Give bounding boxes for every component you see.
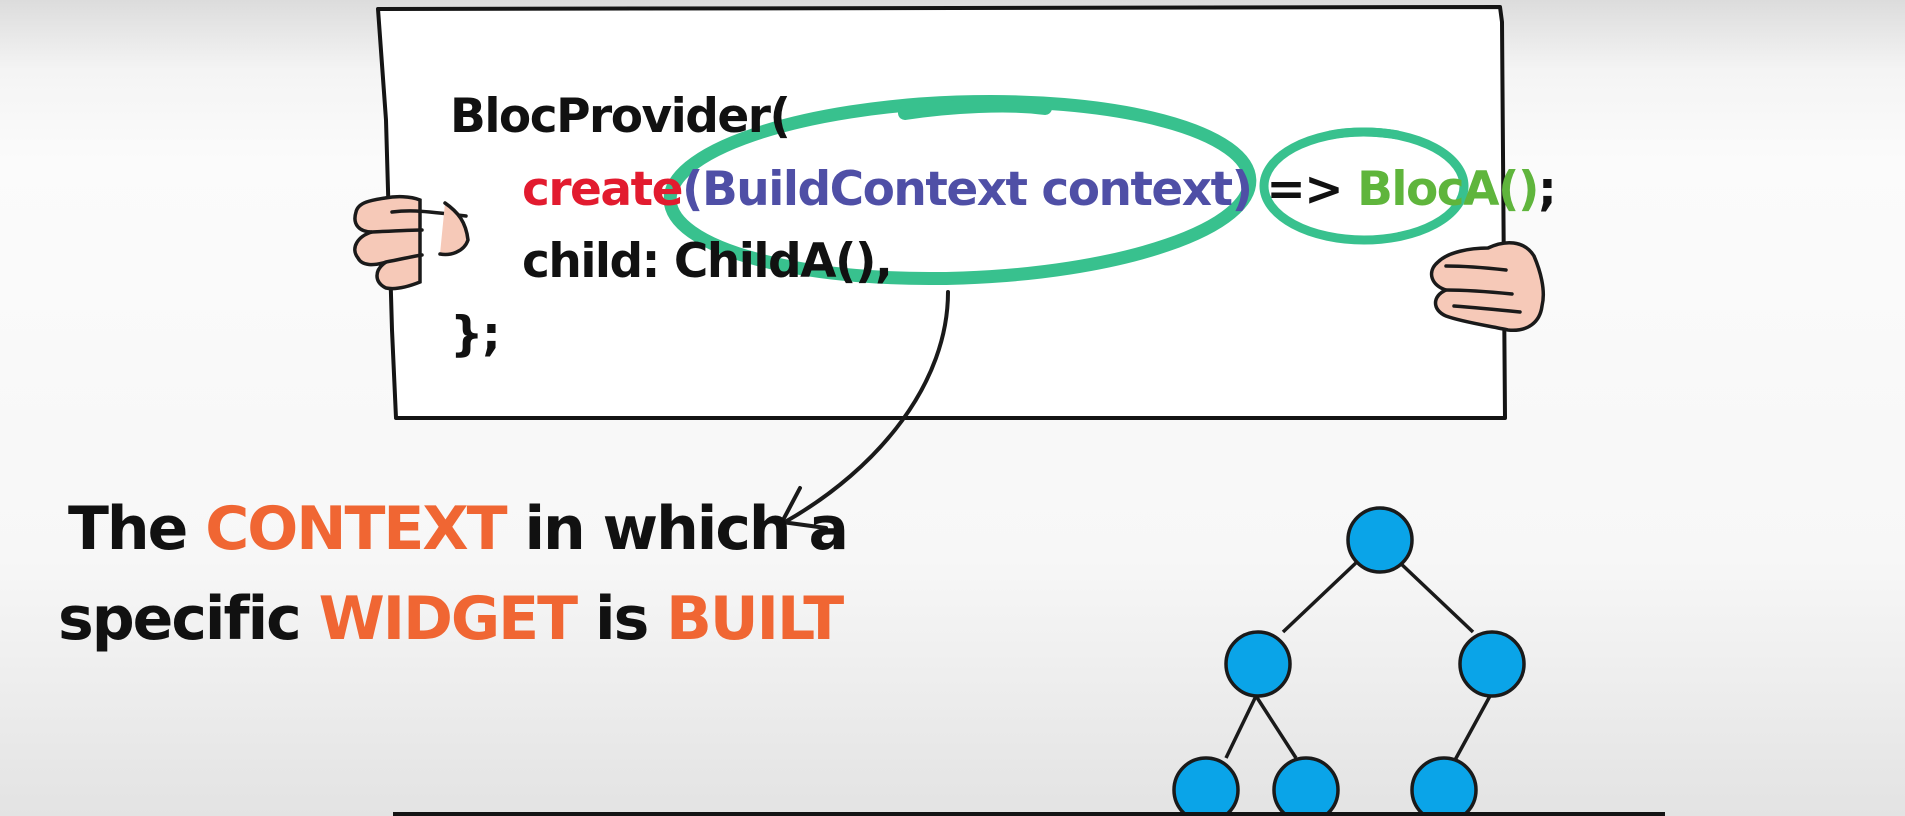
highlight-ellipse-bloc — [1259, 127, 1469, 245]
caption-widget-word: WIDGET — [318, 584, 578, 654]
code-semicolon: ; — [1537, 162, 1557, 217]
curved-arrow-icon — [778, 290, 950, 530]
code-child: child: ChildA(), — [522, 234, 893, 289]
caption-line-2: specific WIDGET is BUILT — [58, 589, 844, 649]
code-line-3: child: ChildA(), — [522, 238, 893, 285]
code-context-params: (BuildContext context) — [681, 162, 1253, 217]
left-hand-icon — [353, 194, 470, 291]
whiteboard — [376, 5, 1507, 420]
tree-node-root — [1346, 506, 1414, 574]
caption-line-1: The CONTEXT in which a — [68, 499, 849, 559]
tree-node-left — [1224, 630, 1292, 698]
tree-node-left-right — [1272, 756, 1340, 816]
code-create-keyword: create — [522, 162, 683, 217]
tree-node-left-left — [1172, 756, 1240, 816]
caption-context-word: CONTEXT — [205, 494, 507, 564]
tree-node-right — [1458, 630, 1526, 698]
tree-node-right-child — [1410, 756, 1478, 816]
highlight-ellipse-context — [663, 94, 1257, 286]
code-bloc-provider: BlocProvider( — [450, 89, 791, 144]
caption-is: is — [576, 584, 667, 654]
code-bloc-a: BlocA() — [1357, 162, 1539, 217]
widget-tree-diagram — [1172, 506, 1526, 816]
code-line-1: BlocProvider( — [450, 93, 791, 140]
code-line-4: }; — [450, 311, 501, 358]
caption-the: The — [68, 494, 206, 564]
code-arrow-operator: => — [1251, 162, 1358, 217]
code-closing: }; — [450, 307, 501, 362]
caption-built-word: BUILT — [666, 584, 844, 654]
code-line-2: create(BuildContext context) => BlocA(); — [522, 166, 1557, 213]
caption-in-which: in which a — [505, 494, 849, 564]
caption-specific: specific — [58, 584, 319, 654]
right-hand-icon — [1429, 241, 1546, 332]
